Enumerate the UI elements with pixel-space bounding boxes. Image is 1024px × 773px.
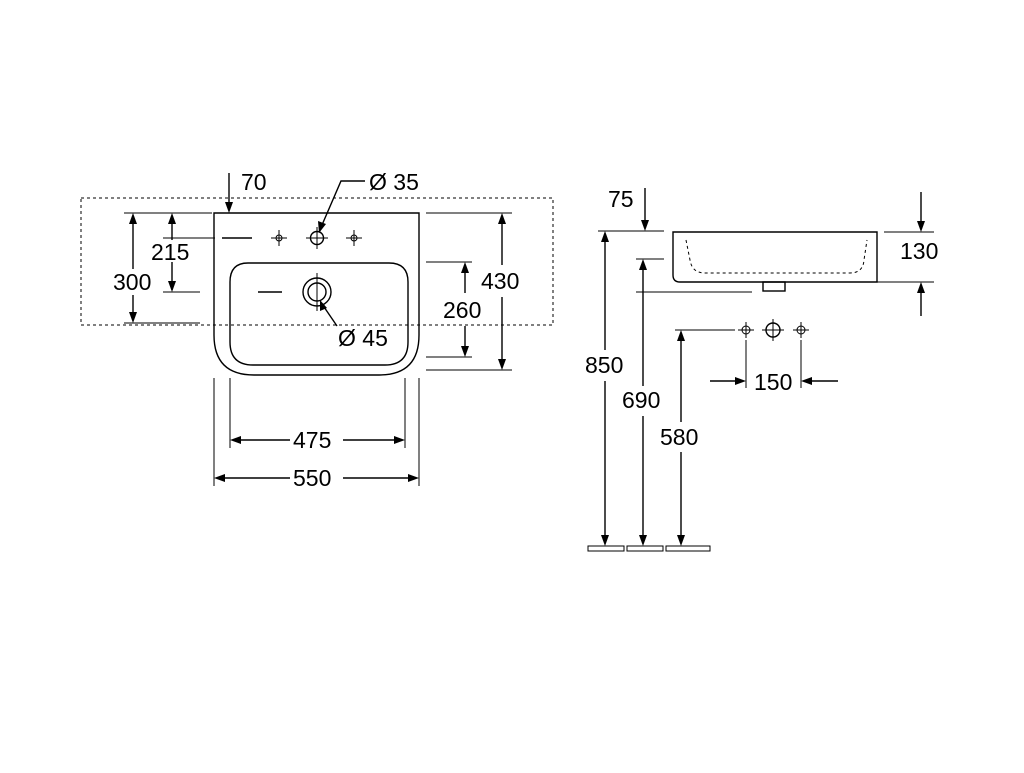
mounting-zone-outline (80, 197, 554, 326)
waste-outlet (762, 281, 786, 292)
wall-fitting-right (793, 322, 809, 338)
dim-475-label: 475 (293, 427, 331, 453)
side-view: 75 130 850 690 580 (585, 186, 938, 552)
floor-line (587, 545, 711, 552)
dim-260-label: 260 (443, 297, 481, 323)
dim-waste-label: Ø 45 (338, 325, 388, 351)
waste-hole (302, 273, 332, 311)
dim-130-label: 130 (900, 238, 938, 264)
dim-300-label: 300 (113, 269, 151, 295)
wall-fitting-center (762, 319, 784, 341)
dim-850-label: 850 (585, 352, 623, 378)
wall-fitting-left (738, 322, 754, 338)
basin-inner-bowl (229, 262, 409, 366)
tap-hole-center (306, 227, 328, 249)
dim-70-label: 70 (241, 169, 267, 195)
front-view: 70 Ø 35 Ø 45 300 215 (80, 169, 554, 491)
dim-75-label: 75 (608, 186, 634, 212)
tap-hole-left (271, 230, 287, 246)
basin-side-bowl-hidden (685, 239, 868, 274)
dim-150-label: 150 (754, 369, 792, 395)
tap-hole-right (346, 230, 362, 246)
dim-tap-hole-leader (321, 180, 365, 226)
dim-580-label: 580 (660, 424, 698, 450)
basin-side-profile (672, 231, 878, 283)
dim-tap-hole-label: Ø 35 (369, 169, 419, 195)
dim-430-label: 430 (481, 268, 519, 294)
dim-690-label: 690 (622, 387, 660, 413)
basin-outer-outline (213, 212, 420, 376)
dim-550-label: 550 (293, 465, 331, 491)
dim-215-label: 215 (151, 239, 189, 265)
